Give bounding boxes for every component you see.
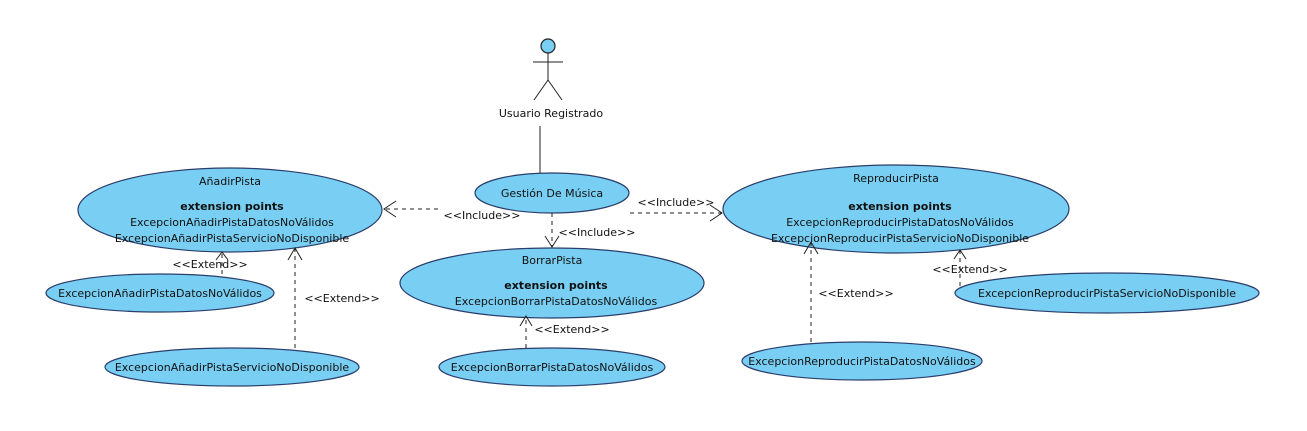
use-case-name: BorrarPista: [522, 254, 583, 267]
use-case-name: ExcepcionReproducirPistaServicioNoDispon…: [978, 287, 1236, 300]
actor-head: [540, 38, 556, 54]
extension-points-header: extension points: [848, 200, 952, 213]
use-case-name: ExcepcionAñadirPistaDatosNoVálidos: [58, 287, 262, 300]
use-case-borrar-pista[interactable]: BorrarPista extension points ExcepcionBo…: [399, 247, 705, 319]
extend-anadir-servicio-relation: <<Extend>>: [287, 247, 380, 348]
use-case-anadir-pista[interactable]: AñadirPista extension points ExcepcionAñ…: [77, 167, 383, 253]
include-label: <<Include>>: [444, 209, 521, 222]
use-case-exc-anadir-servicio[interactable]: ExcepcionAñadirPistaServicioNoDisponible: [104, 347, 360, 387]
extend-borrar-datos-relation: <<Extend>>: [519, 315, 610, 348]
extension-point: ExcepcionReproducirPistaServicioNoDispon…: [771, 232, 1029, 245]
use-case-exc-repro-servicio[interactable]: ExcepcionReproducirPistaServicioNoDispon…: [954, 272, 1260, 314]
use-case-exc-repro-datos[interactable]: ExcepcionReproducirPistaDatosNoVálidos: [741, 341, 983, 381]
use-case-exc-anadir-datos[interactable]: ExcepcionAñadirPistaDatosNoVálidos: [45, 273, 275, 313]
use-case-name: Gestión De Música: [501, 187, 603, 200]
include-label: <<Include>>: [638, 196, 715, 209]
use-case-name: ReproducirPista: [853, 172, 939, 185]
actor-right-leg: [547, 79, 563, 101]
include-anadir-relation: <<Include>>: [383, 200, 521, 222]
extension-point: ExcepcionReproducirPistaDatosNoVálidos: [786, 216, 1014, 229]
use-case-name: ExcepcionAñadirPistaServicioNoDisponible: [115, 361, 350, 374]
actor-usuario-registrado[interactable]: Usuario Registrado: [499, 38, 604, 120]
use-case-name: ExcepcionReproducirPistaDatosNoVálidos: [748, 355, 976, 368]
extension-point: ExcepcionBorrarPistaDatosNoVálidos: [455, 295, 658, 308]
extend-repro-datos-relation: <<Extend>>: [803, 241, 894, 342]
extend-label: <<Extend>>: [304, 292, 379, 305]
use-case-name: ExcepcionBorrarPistaDatosNoVálidos: [451, 361, 654, 374]
extension-point: ExcepcionAñadirPistaDatosNoVálidos: [130, 216, 334, 229]
include-label: <<Include>>: [559, 226, 636, 239]
use-case-exc-borrar-datos[interactable]: ExcepcionBorrarPistaDatosNoVálidos: [438, 347, 666, 387]
use-case-reproducir-pista[interactable]: ReproducirPista extension points Excepci…: [722, 164, 1070, 254]
include-repro-relation: <<Include>>: [630, 196, 723, 222]
extend-repro-servicio-relation: <<Extend>>: [932, 249, 1008, 286]
use-case-name: AñadirPista: [199, 175, 261, 188]
extend-label: <<Extend>>: [818, 287, 893, 300]
extend-label: <<Extend>>: [534, 323, 609, 336]
actor-name: Usuario Registrado: [499, 107, 604, 120]
extension-points-header: extension points: [180, 200, 284, 213]
extend-label: <<Extend>>: [172, 258, 247, 271]
actor-left-leg: [533, 79, 549, 101]
include-borrar-relation: <<Include>>: [544, 213, 636, 248]
extend-label: <<Extend>>: [932, 263, 1007, 276]
extension-points-header: extension points: [504, 279, 608, 292]
extend-anadir-datos-relation: <<Extend>>: [172, 251, 248, 274]
use-case-gestion-de-musica[interactable]: Gestión De Música: [474, 172, 630, 214]
extension-point: ExcepcionAñadirPistaServicioNoDisponible: [115, 232, 350, 245]
